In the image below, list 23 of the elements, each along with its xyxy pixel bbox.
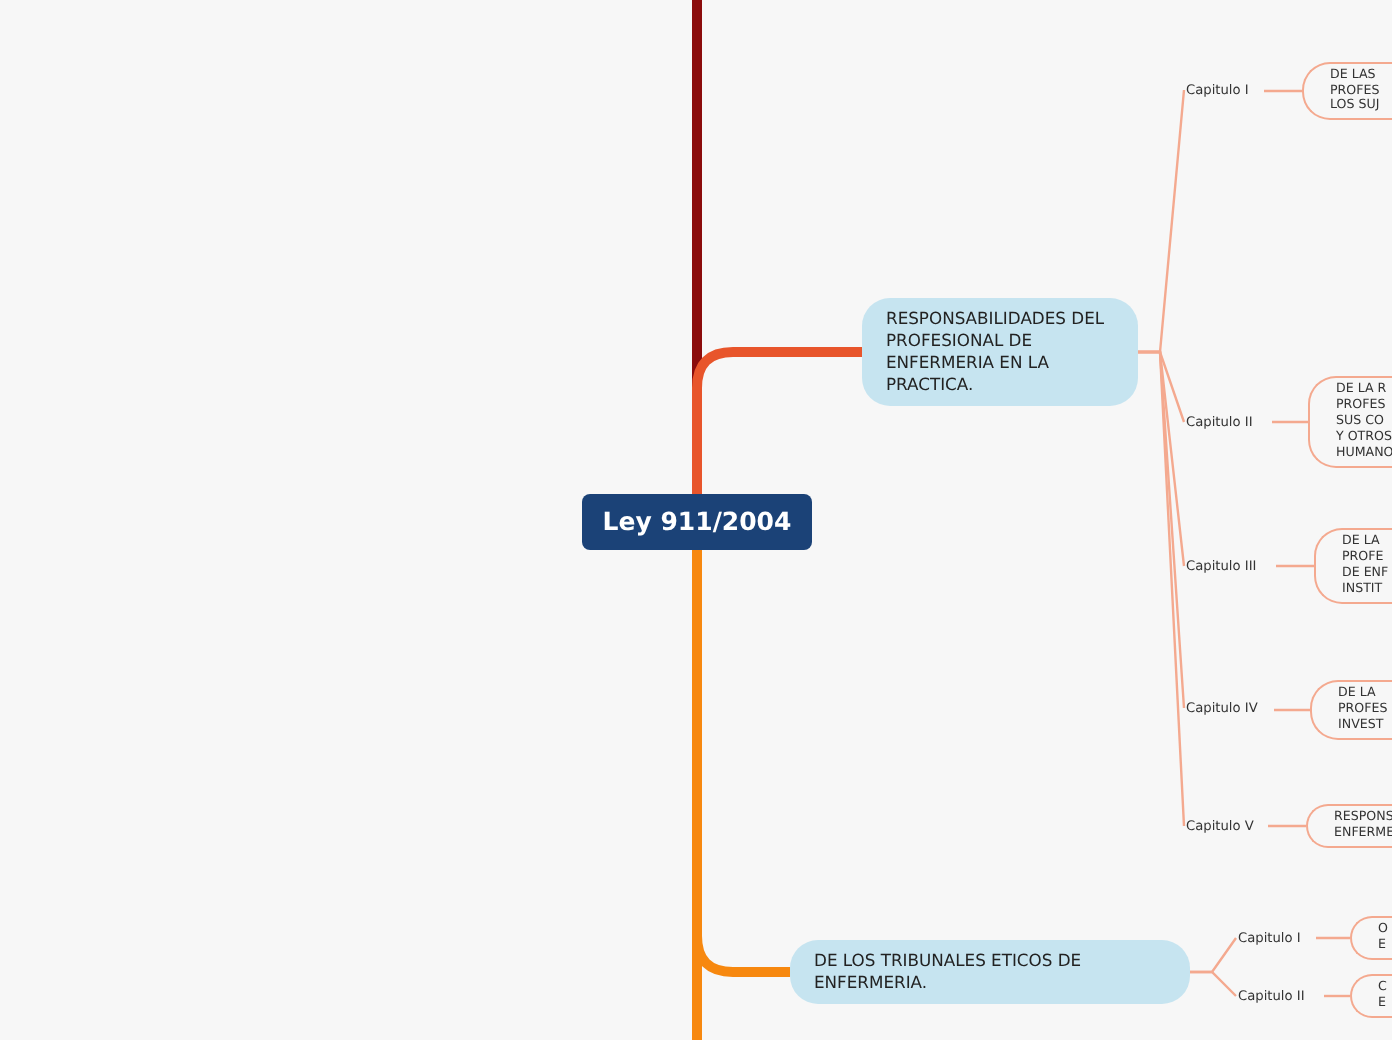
connector-line bbox=[1272, 420, 1308, 424]
connector-line bbox=[1268, 824, 1306, 828]
connector-line bbox=[1274, 708, 1310, 712]
connector-line bbox=[1276, 564, 1314, 568]
connector-line bbox=[1190, 970, 1237, 997]
subtopic-box bbox=[1308, 376, 1392, 468]
root-topic-text: Ley 911/2004 bbox=[602, 505, 792, 539]
subtopic-box bbox=[1310, 680, 1392, 740]
topic-box bbox=[790, 940, 1190, 1004]
topic-text: DE LOS TRIBUNALES ETICOS DE ENFERMERIA. bbox=[814, 950, 1084, 994]
subtopic-box bbox=[1306, 804, 1392, 848]
connector-line bbox=[1324, 994, 1350, 998]
branch-line bbox=[692, 347, 862, 494]
subtopic-box bbox=[1350, 974, 1392, 1018]
connector-line bbox=[1316, 936, 1350, 940]
connector-line bbox=[1264, 89, 1302, 93]
subtopic-box bbox=[1314, 528, 1392, 604]
subtopic-box bbox=[1302, 62, 1392, 120]
topic-text: RESPONSABILIDADES DEL PROFESIONAL DE ENFERMERIA EN LA PRACTICA. bbox=[886, 308, 1107, 396]
connector-line bbox=[1138, 350, 1186, 827]
root-topic-box bbox=[582, 494, 812, 550]
subtopic-box bbox=[1350, 916, 1392, 960]
topic-box bbox=[862, 298, 1138, 406]
